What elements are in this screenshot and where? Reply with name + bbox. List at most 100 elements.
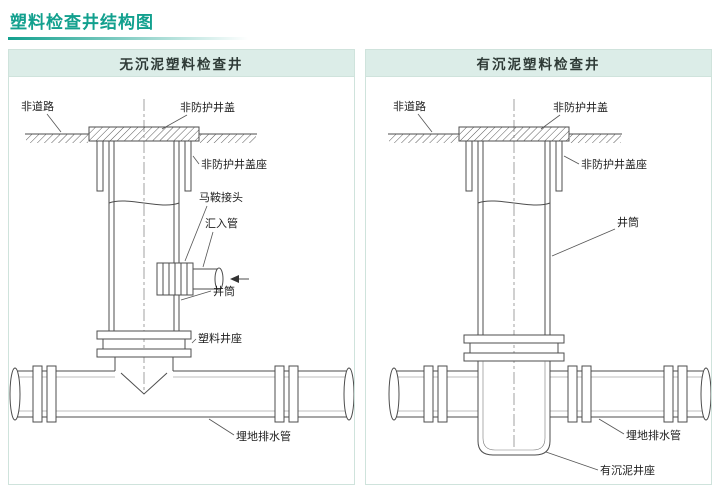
- inlet-pipe: [193, 267, 249, 291]
- pipe-end-cap-right: [700, 367, 711, 421]
- drain-pipe: [388, 365, 711, 423]
- label-non-road-text: 非道路: [21, 99, 54, 113]
- shaft: [108, 141, 180, 331]
- ground-hatch-right: [200, 134, 256, 143]
- shaft-break-line: [108, 200, 180, 206]
- leader-cover-seat: [192, 155, 200, 165]
- label-drain-text: 埋地排水管: [626, 428, 681, 442]
- leader-seat: [191, 338, 197, 344]
- leader-inlet: [202, 231, 214, 268]
- well-cover: [458, 126, 570, 142]
- label-shaft: 井筒: [551, 215, 639, 257]
- label-cover-seat: 非防护井盖座: [563, 155, 647, 171]
- pipe-end-cap-left: [9, 367, 21, 421]
- pipe-coupling-right-4: [677, 365, 688, 423]
- label-shaft-text: 井筒: [213, 284, 235, 298]
- label-cover: 非防护井盖: [540, 100, 608, 130]
- leader-cover: [540, 114, 561, 130]
- leader-non-road: [46, 113, 62, 133]
- seat-flange-bottom: [96, 348, 192, 358]
- ground-hatch-left: [389, 134, 458, 143]
- pipe-coupling-left-1: [423, 365, 434, 423]
- leader-drain: [598, 418, 625, 435]
- title-underline: [8, 37, 248, 40]
- drain-pipe-inner-lines: [392, 376, 707, 412]
- label-inlet-text: 汇入管: [205, 216, 238, 230]
- panel-with-sediment: 有沉泥塑料检查井: [365, 49, 712, 485]
- ground-hatch-left: [26, 134, 88, 143]
- leader-sediment-seat: [545, 451, 599, 471]
- seat-flange-bottom: [463, 352, 565, 362]
- label-drain-text: 埋地排水管: [236, 429, 291, 443]
- leader-shaft: [180, 290, 212, 301]
- label-inlet: 汇入管: [202, 216, 238, 268]
- leader-non-road: [417, 113, 433, 133]
- label-cover-text: 非防护井盖: [553, 100, 608, 114]
- diagram-panels: 无沉泥塑料检查井: [8, 49, 712, 485]
- panel-with-sediment-title: 有沉泥塑料检查井: [476, 57, 601, 72]
- inlet-pipe-end: [214, 267, 224, 291]
- pipe-end-cap-left: [388, 367, 400, 421]
- seat-neck: [114, 357, 174, 371]
- leader-cover: [161, 114, 188, 130]
- labels: 非道路 非防护井盖 非防护井盖座 马鞍接头: [21, 99, 291, 443]
- panel-with-sediment-body: 非道路 非防护井盖 非防护井盖座 井筒: [366, 77, 711, 484]
- pipe-end-cap-right: [343, 367, 354, 421]
- pipe-coupling-right-2: [581, 365, 592, 423]
- pipe-coupling-right-3: [663, 365, 674, 423]
- cover-seat-walls: [96, 141, 192, 192]
- sediment-chamber: [477, 361, 551, 456]
- label-saddle: 马鞍接头: [184, 190, 243, 262]
- flow-arrow-head: [230, 275, 239, 283]
- label-cover: 非防护井盖: [161, 100, 235, 130]
- ground-hatch-right: [570, 134, 621, 143]
- panel-no-sediment-header: 无沉泥塑料检查井: [9, 50, 354, 77]
- seat-flange-top: [96, 330, 192, 340]
- label-seat-text: 塑料井座: [198, 331, 242, 345]
- label-non-road: 非道路: [21, 99, 62, 133]
- label-drain: 埋地排水管: [598, 418, 681, 442]
- label-seat: 塑料井座: [191, 331, 242, 345]
- pipe-coupling-right-2: [288, 365, 299, 423]
- shaft: [477, 141, 551, 335]
- well-cover: [88, 126, 200, 142]
- well-seat: [463, 334, 565, 362]
- label-shaft-text: 井筒: [617, 215, 639, 229]
- labels: 非道路 非防护井盖 非防护井盖座 井筒: [393, 99, 681, 477]
- cover-seat: [96, 141, 192, 192]
- cover-seat-walls: [465, 141, 563, 192]
- drain-pipe-walls: [13, 370, 350, 418]
- label-cover-text: 非防护井盖: [180, 100, 235, 114]
- drain-pipe-inner-lines: [13, 376, 350, 412]
- saddle-ridges: [162, 263, 188, 295]
- shaft-break-line: [477, 200, 551, 206]
- well-seat: [96, 330, 192, 395]
- panel-with-sediment-header: 有沉泥塑料检查井: [366, 50, 711, 77]
- panel-no-sediment-title: 无沉泥塑料检查井: [119, 57, 244, 72]
- page-title: 塑料检查井结构图: [10, 13, 154, 32]
- label-saddle-text: 马鞍接头: [199, 190, 243, 204]
- diagram-with-sediment: 非道路 非防护井盖 非防护井盖座 井筒: [388, 99, 711, 477]
- seat-body: [102, 339, 186, 349]
- leader-drain: [208, 418, 235, 436]
- shaft-walls: [477, 141, 551, 335]
- pipe-coupling-right-1: [274, 365, 285, 423]
- diagram-no-sediment: 非道路 非防护井盖 非防护井盖座 马鞍接头: [9, 99, 354, 443]
- pipe-coupling-left-2: [437, 365, 448, 423]
- drain-pipe: [9, 365, 354, 423]
- panel-no-sediment-body: 非道路 非防护井盖 非防护井盖座 马鞍接头: [9, 77, 354, 484]
- pipe-coupling-left-1: [32, 365, 43, 423]
- leader-saddle: [184, 205, 208, 262]
- seat-body: [469, 343, 559, 353]
- leader-shaft: [551, 228, 616, 257]
- label-drain: 埋地排水管: [208, 418, 291, 443]
- label-sediment-seat-text: 有沉泥井座: [600, 463, 655, 477]
- label-non-road-text: 非道路: [393, 99, 426, 113]
- label-cover-seat: 非防护井盖座: [192, 155, 267, 171]
- panel-no-sediment: 无沉泥塑料检查井: [8, 49, 355, 485]
- chamber-outline: [477, 361, 551, 456]
- label-shaft: 井筒: [180, 284, 235, 301]
- inlet-pipe-walls: [193, 268, 219, 290]
- pipe-coupling-left-2: [46, 365, 57, 423]
